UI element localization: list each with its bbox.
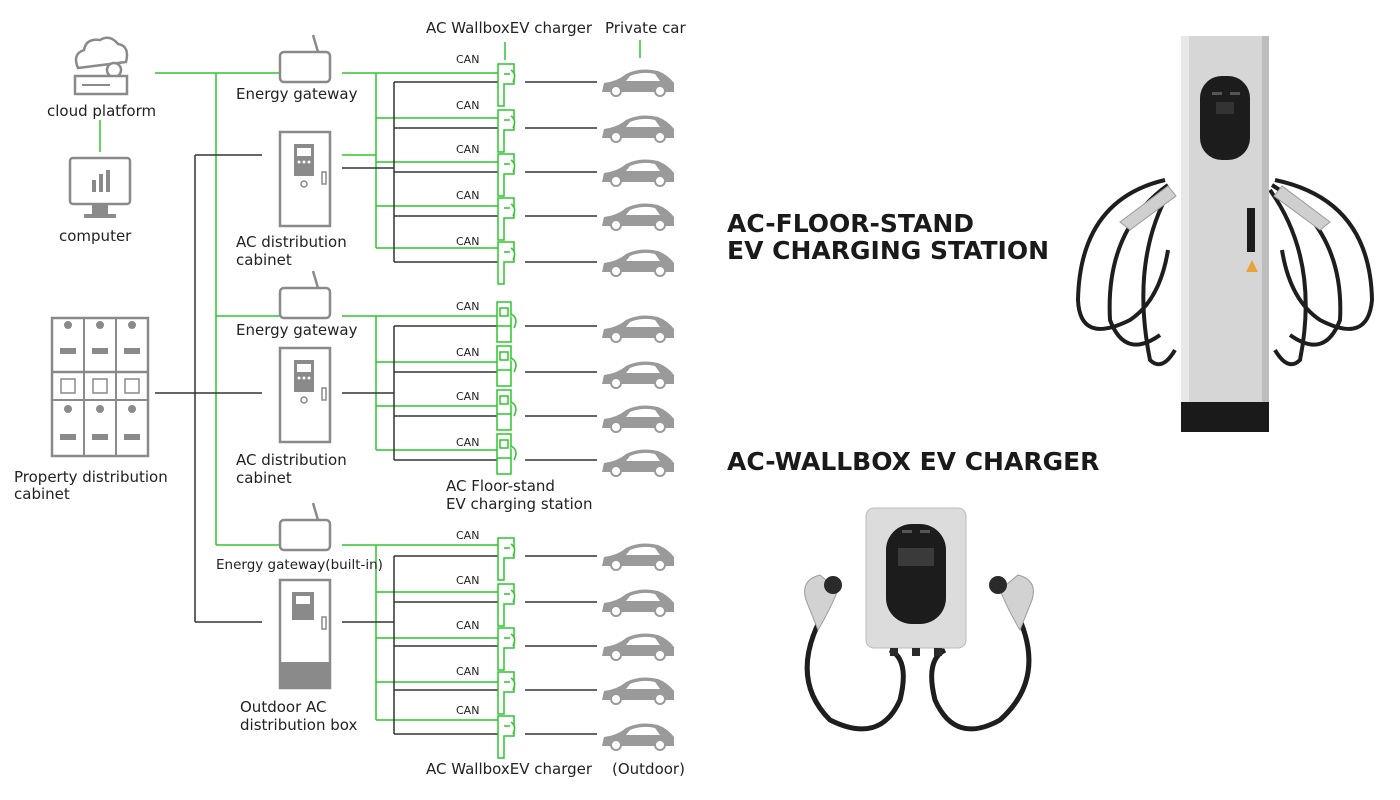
can-label: CAN: [456, 390, 479, 403]
ac-cabinet-label-2a: AC distribution: [236, 451, 347, 469]
floor-stand-charger-icon: [496, 301, 517, 343]
private-car-label: Private car: [605, 19, 687, 37]
can-label: CAN: [456, 665, 479, 678]
car-icon: [601, 676, 675, 705]
wallbox-chargers-group-1: [497, 63, 516, 285]
car-icon: [601, 248, 675, 277]
outdoor-box-icon: [278, 578, 332, 690]
gateway-label-1: Energy gateway: [236, 85, 358, 103]
floor-stand-charger-icon: [496, 345, 517, 387]
wallbox-label-bottom: AC WallboxEV charger: [426, 760, 593, 778]
car-icon: [601, 542, 675, 571]
can-label: CAN: [456, 529, 479, 542]
can-label: CAN: [456, 99, 479, 112]
can-labels: CAN CAN CAN CAN CAN CAN CAN CAN CAN CAN …: [456, 53, 479, 717]
wallbox-label-top: AC WallboxEV charger: [426, 19, 593, 37]
wallbox-charger-icon: [497, 715, 516, 759]
green-network-lines: [99, 40, 641, 721]
can-label: CAN: [456, 143, 479, 156]
floor-stand-chargers: [496, 301, 517, 475]
can-label: CAN: [456, 346, 479, 359]
wallbox-charger-icon: [497, 671, 516, 715]
wallbox-charger-icon: [497, 583, 516, 627]
cars: [601, 68, 675, 751]
heading-wallbox: AC-WALLBOX EV CHARGER: [727, 447, 1099, 476]
car-icon: [601, 360, 675, 389]
car-icon: [601, 588, 675, 617]
outdoor-label: (Outdoor): [612, 760, 685, 778]
wallbox-chargers-group-3: [497, 537, 516, 759]
ac-cabinet-icon: [278, 130, 332, 228]
car-icon: [601, 632, 675, 661]
wallbox-charger-icon: [497, 241, 516, 285]
ac-cabinet-icon: [278, 346, 332, 444]
energy-gateway-icon: [278, 269, 332, 320]
car-icon: [601, 68, 675, 97]
ac-cabinet-label-1a: AC distribution: [236, 233, 347, 251]
car-icon: [601, 202, 675, 231]
car-icon: [601, 448, 675, 477]
wallbox-charger-icon: [497, 627, 516, 671]
floor-stand-charger-icon: [496, 433, 517, 475]
gateway-label-3: Energy gateway(built-in): [216, 557, 383, 573]
cloud-server-icon: [73, 36, 129, 96]
wallbox-charger-icon: [497, 63, 516, 107]
can-label: CAN: [456, 235, 479, 248]
energy-gateway-icon: [278, 501, 332, 552]
floor-stand-charger-icon: [496, 389, 517, 431]
car-icon: [601, 404, 675, 433]
can-label: CAN: [456, 704, 479, 717]
floor-stand-label-1: AC Floor-stand: [446, 477, 555, 495]
heading-floor-stand-2: EV CHARGING STATION: [727, 236, 1049, 265]
car-icon: [601, 158, 675, 187]
can-label: CAN: [456, 300, 479, 313]
property-cabinet-label-1: Property distribution: [14, 468, 168, 486]
can-label: CAN: [456, 574, 479, 587]
black-power-lines: [155, 81, 597, 735]
car-icon: [601, 722, 675, 751]
energy-gateway-icon: [278, 33, 332, 84]
wallbox-product-image: [804, 507, 1034, 732]
property-cabinet-label-2: cabinet: [14, 485, 70, 503]
computer-icon: [68, 156, 132, 218]
can-label: CAN: [456, 53, 479, 66]
computer-label: computer: [59, 227, 132, 245]
outdoor-box-label-2: distribution box: [240, 716, 357, 734]
floor-stand-label-2: EV charging station: [446, 495, 592, 513]
car-icon: [601, 314, 675, 343]
car-icon: [601, 114, 675, 143]
wallbox-charger-icon: [497, 197, 516, 241]
cloud-platform-label: cloud platform: [47, 102, 156, 120]
can-label: CAN: [456, 436, 479, 449]
can-label: CAN: [456, 189, 479, 202]
ac-cabinet-label-2b: cabinet: [236, 469, 292, 487]
heading-floor-stand-1: AC-FLOOR-STAND: [727, 209, 974, 238]
wallbox-charger-icon: [497, 537, 516, 581]
floor-stand-product-image: [1075, 36, 1375, 432]
can-label: CAN: [456, 619, 479, 632]
gateway-label-2: Energy gateway: [236, 321, 358, 339]
ac-cabinet-label-1b: cabinet: [236, 251, 292, 269]
wallbox-charger-icon: [497, 153, 516, 197]
wallbox-charger-icon: [497, 109, 516, 153]
outdoor-box-label-1: Outdoor AC: [240, 698, 326, 716]
property-cabinet-icon: [50, 316, 150, 458]
